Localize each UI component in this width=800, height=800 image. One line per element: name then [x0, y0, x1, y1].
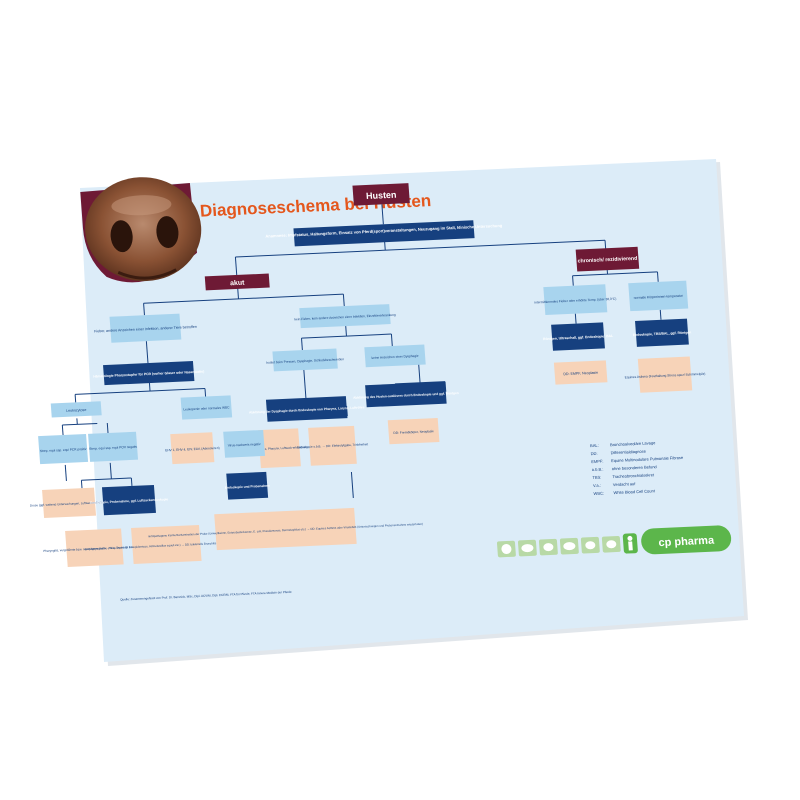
node-hustenpressen-label: hustet beim Pressen, Dysphagie, Schluckb…: [266, 357, 344, 365]
node-haematologie: [103, 361, 195, 386]
node-endoskopieproben: [101, 484, 156, 516]
node-keinfieber-label: kein Fieber, kein andere Anzeichen einer…: [294, 313, 396, 322]
node-normale-label: normale Körperinnen-temperatur: [634, 294, 684, 300]
node-ehv: [170, 432, 215, 465]
legend-text: White Blood Cell Count: [613, 488, 656, 495]
node-haematologie-label: Hämatologie Pharynxtupfer für PCR (vorhe…: [93, 370, 204, 379]
node-endoskopieobb: [308, 425, 357, 466]
goat-icon: [538, 538, 558, 556]
node-streppositiv-label: Strep. equi ssp. equi PCR positiv: [40, 447, 87, 453]
legend-text: Tracheobronchialsekret: [612, 472, 655, 479]
node-endoskopieprobenahme: [226, 471, 269, 500]
node-ddfremdkoerper: [387, 418, 440, 445]
node-pharyngitis: [65, 528, 124, 567]
horse-icon: [559, 537, 579, 555]
node-nichtpathogene: [214, 507, 357, 551]
node-keineanzeichen: [364, 344, 426, 368]
person-icon: [622, 533, 638, 554]
legend-abbr: BAL:: [590, 443, 599, 448]
node-endoskopieprobenahme-label: Endoskopie und Probenahme: [225, 484, 270, 490]
legend-text: Verdacht auf: [613, 481, 637, 487]
cat-icon: [601, 535, 621, 553]
node-abklaerungdysphagie: [265, 396, 348, 422]
node-equinesasthma: [637, 356, 693, 393]
node-anamnese: [293, 220, 475, 247]
legend-abbr: DD:: [590, 451, 597, 456]
node-druse: [42, 487, 97, 518]
node-normale: [628, 280, 689, 312]
node-strepnegativ-label: Strep. equi ssp. equi PCR negativ: [89, 445, 137, 451]
cp-pharma-logo: cp pharma: [641, 525, 732, 555]
node-strepnegativ: [88, 431, 139, 462]
node-intermittierend-label: intermittierendes Fieber oder erhöhte Te…: [534, 297, 616, 305]
node-endoskopieobb-label: Endoskopie o.b.B. → DD: Elektrolytgabe, …: [297, 442, 369, 449]
legend-text: Bronchoalveoläre Lavage: [610, 440, 656, 447]
legend-text: ohne besonderen Befund: [612, 464, 657, 471]
node-pharyngitis-label: Pharyngitis, vergrößerte bzw. retrophary…: [43, 544, 146, 553]
node-endoskopietbs: [635, 318, 689, 347]
node-fieber: [109, 313, 182, 343]
node-husten-label: Husten: [366, 190, 397, 201]
legend-abbr: V.a.:: [593, 483, 601, 488]
legend-abbr: TBS:: [592, 475, 601, 480]
node-keineanzeichen-label: keine Anzeichen einer Dysphagie: [371, 354, 419, 360]
node-pathogenekeime: [131, 524, 202, 564]
node-hustenpressen: [272, 348, 338, 372]
node-leukopenie: [180, 395, 233, 420]
species-icons: [496, 533, 638, 558]
node-roentgen-label: Röntgen, Ultraschall, ggf. Endoskopie, B…: [543, 334, 613, 341]
node-streppositiv: [38, 433, 89, 465]
legend-abbr: EMPF:: [591, 459, 604, 465]
cow-icon: [517, 539, 537, 557]
dog-icon: [580, 536, 600, 554]
node-ehv-label: EHV 1, EHV 4, EIV, EAV, (Adenoviren): [165, 446, 220, 452]
node-leukozytose-label: Leukozytose: [66, 408, 86, 413]
legend-abbr: o.b.B.:: [592, 467, 604, 473]
brand-name: cp pharma: [658, 535, 715, 550]
node-druse-label: Druse (ggf. weitere) Untersuchungen, Luf…: [30, 500, 109, 508]
node-abklaerungdysphagie-label: Abklärung der Dysphagie durch Endoskopie…: [249, 405, 365, 414]
node-akut: [204, 273, 270, 291]
node-ddlarynx: [258, 428, 301, 469]
node-virusnegativ-label: Virus-nachweis negativ: [228, 442, 261, 447]
node-fieber-label: Fieber, andere Anzeichen einer Infektion…: [94, 325, 197, 334]
node-abklaerunghusten-label: Abklärung des Husten-auslösers durch End…: [353, 391, 459, 400]
source-footnote: Quelle: Zusammengefasst von Prof. Dr. Ba…: [120, 590, 292, 602]
node-endoskopieproben-label: Endoskopie, Probenahme, ggf. Luftsackend…: [90, 497, 169, 505]
legend: BAL: Bronchoalveoläre Lavage DD: Differe…: [590, 440, 684, 496]
node-ddlarynx-label: DD: Larynx, Pharynx, Luftsack-erkrankung: [251, 445, 308, 452]
legend-abbr: WBC:: [593, 491, 604, 496]
node-leukozytose: [50, 401, 102, 418]
node-akut-label: akut: [230, 280, 246, 288]
node-ddempf-label: DD: EMPF, Neoplasie: [563, 371, 598, 377]
node-intermittierend: [543, 284, 608, 316]
node-endoskopietbs-label: Endoskopie, TBS/BAL, ggf. Röntgen: [633, 330, 692, 337]
node-leukopenie-label: Leukopenie oder normales WBC: [183, 405, 230, 411]
node-ddempf: [553, 360, 608, 385]
node-equinesasthma-label: Equines Asthma (Festhaltung Stress spez/…: [625, 372, 706, 380]
node-roentgen: [551, 322, 605, 351]
node-abklaerunghusten: [365, 381, 447, 408]
node-keinfieber: [299, 304, 391, 329]
node-husten: [352, 183, 410, 206]
node-ddfremdkoerper-label: DD: Fremdkörper, Neoplasie: [393, 429, 434, 435]
pig-icon: [496, 540, 516, 558]
node-pathogenekeime-label: pathogene Keime (Strep. equi ssp. zooepi…: [85, 540, 248, 551]
legend-text: Differentialdiagnose: [610, 449, 646, 456]
horse-nose-image: [85, 177, 202, 282]
poster-content: Diagnoseschema bei Husten: [30, 177, 732, 602]
node-chronisch: [575, 246, 640, 272]
legend-text: Equine Multinodulare Pulmonale Fibrose: [611, 455, 684, 463]
node-virusnegativ: [223, 429, 266, 458]
node-chronisch-label: chronisch/ rezidivierend: [577, 256, 637, 265]
